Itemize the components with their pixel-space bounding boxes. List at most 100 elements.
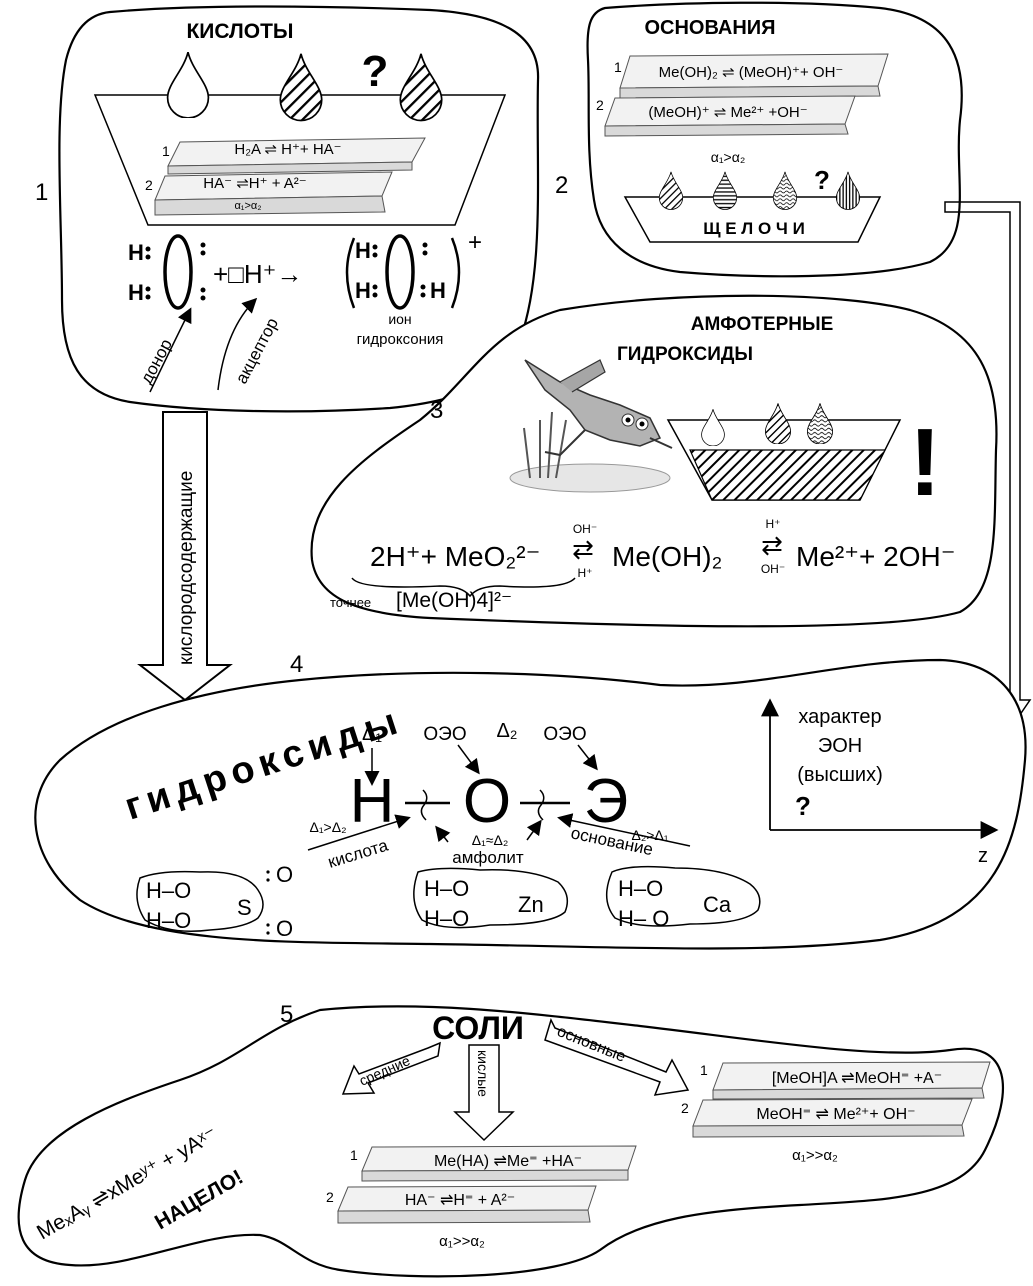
section-number-3: 3 (430, 397, 443, 424)
acid-salt-alpha: α₁>>α₂ (439, 1233, 485, 1250)
amph-eq-right: Me²⁺+ 2OH⁻ (796, 541, 955, 572)
acid-step2-number: 2 (145, 177, 153, 193)
svg-text:H–O: H–O (146, 878, 191, 903)
zinc-hydroxide-structure: H–O H–O Zn (413, 867, 569, 931)
hydronium-label: гидроксония (357, 331, 444, 348)
amph-arrow1-bottom: H⁺ (578, 566, 593, 580)
acids-vessel (93, 94, 507, 226)
section-number-2: 2 (555, 172, 568, 199)
base-step2-equation: (MeOH)⁺ ⇌ Me²⁺ +OH⁻ (648, 104, 807, 121)
z-axis-chart: характер ЭОН (высших) ? z (761, 698, 999, 867)
acid-salt-step2: HA⁻ ⇌H⁼ + A²⁻ (405, 1192, 515, 1209)
bases-title: ОСНОВАНИЯ (644, 17, 775, 39)
amph-eq-left: 2H⁺+ MeO₂²⁻ (370, 541, 540, 572)
acids-title: КИСЛОТЫ (186, 20, 293, 43)
svg-text:H–O: H–O (146, 908, 191, 933)
bases-question-mark: ? (814, 165, 830, 195)
oeo-right: ОЭО (543, 724, 586, 745)
svg-text:H: H (355, 278, 371, 303)
basic-salt-step1: [MeOH]A ⇌MeOH⁼ +A⁻ (772, 1070, 942, 1087)
amph-arrow2: ⇄ (761, 530, 783, 560)
amphoteric-exclaim: ! (909, 409, 941, 516)
section-number-5: 5 (280, 1001, 293, 1028)
svg-text:Zn: Zn (518, 892, 544, 917)
salts-blob (17, 1005, 1004, 1278)
amphoteric-title-line2: ГИДРОКСИДЫ (617, 344, 753, 365)
donor-arrow (149, 307, 192, 393)
amph-arrow2-top: H⁺ (766, 517, 781, 531)
oxygen-atom: O (463, 767, 511, 836)
salts-title: СОЛИ (432, 1010, 524, 1046)
amph-note: [Me(OH)4]²⁻ (396, 589, 512, 612)
svg-text:H–O: H–O (618, 876, 663, 901)
basic-salt-alpha: α₁>>α₂ (792, 1147, 838, 1164)
acid-step2-equation: HA⁻ ⇌H⁺ + A²⁻ (203, 175, 306, 192)
base-step2-number: 2 (596, 97, 604, 113)
acids-question-mark: ? (362, 47, 389, 96)
hydroxides-section: гидроксиды Δ₁ ОЭО Δ₂ ОЭО H O Э Δ₁>Δ₂ кис… (34, 658, 1027, 950)
oeo-left-arrow (457, 744, 480, 775)
hydronium-charge: + (468, 229, 482, 256)
svg-text:H: H (128, 280, 144, 305)
amph-note-prefix: точнее (330, 595, 371, 610)
svg-text:H–O: H–O (424, 906, 469, 931)
acid-step1-number: 1 (162, 143, 170, 159)
bases-section: ОСНОВАНИЯ 1 Me(OH)₂ ⇌ (MeOH)⁺+ OH⁻ 2 (Me… (586, 1, 963, 278)
basic-salt-step2-number: 2 (681, 1100, 689, 1116)
precipitate (689, 449, 886, 501)
ampholyte-label: амфолит (452, 848, 524, 867)
amphoteric-title-line1: АМФОТЕРНЫЕ (691, 314, 834, 335)
svg-text:S: S (237, 895, 252, 920)
svg-text:H–O: H–O (424, 876, 469, 901)
axis-question: ? (795, 791, 811, 821)
plus-proton: +□H⁺→ (213, 259, 302, 289)
acid-salt-step1: Me(HA) ⇌Me⁼ +HA⁻ (434, 1153, 582, 1170)
amph-brace (351, 577, 576, 598)
amph-arrow2-bottom: OH⁻ (761, 562, 785, 576)
section-number-4: 4 (290, 651, 303, 678)
amph-arrow1: ⇄ (572, 534, 594, 564)
ion-label: ион (388, 311, 411, 327)
water-molecule: H H (128, 234, 206, 310)
amph-eq-mid: Me(OH)₂ (612, 541, 722, 572)
section-number-1: 1 (35, 179, 48, 206)
amph-arrow-right (526, 819, 542, 841)
amph-arrow1-top: OH⁻ (573, 522, 597, 536)
svg-text:O: O (276, 862, 293, 887)
oeo-right-arrow (577, 744, 598, 771)
acid-step1-equation: H₂A ⇌ H⁺+ HA⁻ (234, 141, 341, 158)
sulfuric-acid-structure: H–O H–O S O O (136, 862, 293, 941)
axis-y-label-2: ЭОН (818, 735, 862, 757)
amph-arrow-left (435, 825, 451, 843)
acceptor-arrow (217, 297, 258, 391)
acid-salt-step1-number: 1 (350, 1147, 358, 1163)
base-alpha: α₁>α₂ (711, 149, 746, 165)
svg-text:H: H (128, 240, 144, 265)
oxygen-acids-arrow: кислородсодержащие (137, 411, 233, 702)
basic-salt-step1-number: 1 (700, 1062, 708, 1078)
acid-alpha: α₁>α₂ (234, 200, 261, 212)
svg-text:кислые: кислые (475, 1050, 491, 1097)
svg-text:Ca: Ca (703, 892, 732, 917)
svg-text:H: H (355, 238, 371, 263)
calcium-hydroxide-structure: H–O H– O Ca (606, 865, 761, 931)
svg-text:H: H (430, 278, 446, 303)
base-step1-number: 1 (614, 59, 622, 75)
base-arrow (557, 813, 691, 847)
acid-salts-arrow: кислые (453, 1044, 515, 1142)
oxygen-acids-label: кислородсодержащие (176, 471, 197, 665)
axis-x-label: z (978, 845, 988, 867)
delta1-label: Δ₁ (362, 723, 382, 745)
ampholyte-condition: Δ₁≈Δ₂ (472, 832, 509, 848)
hydrogen-atom: H (350, 767, 395, 836)
oeo-left: ОЭО (423, 724, 466, 745)
svg-text:H– O: H– O (618, 906, 669, 931)
basic-salt-step2: MeOH⁼ ⇌ Me²⁺+ OH⁻ (756, 1106, 915, 1123)
svg-text:O: O (276, 916, 293, 941)
acid-arrow (307, 814, 411, 851)
axis-y-label-1: характер (798, 706, 881, 728)
delta2-label: Δ₂ (496, 720, 517, 742)
axis-y-label-3: (высших) (797, 764, 883, 786)
amphoteric-blob (310, 294, 998, 628)
